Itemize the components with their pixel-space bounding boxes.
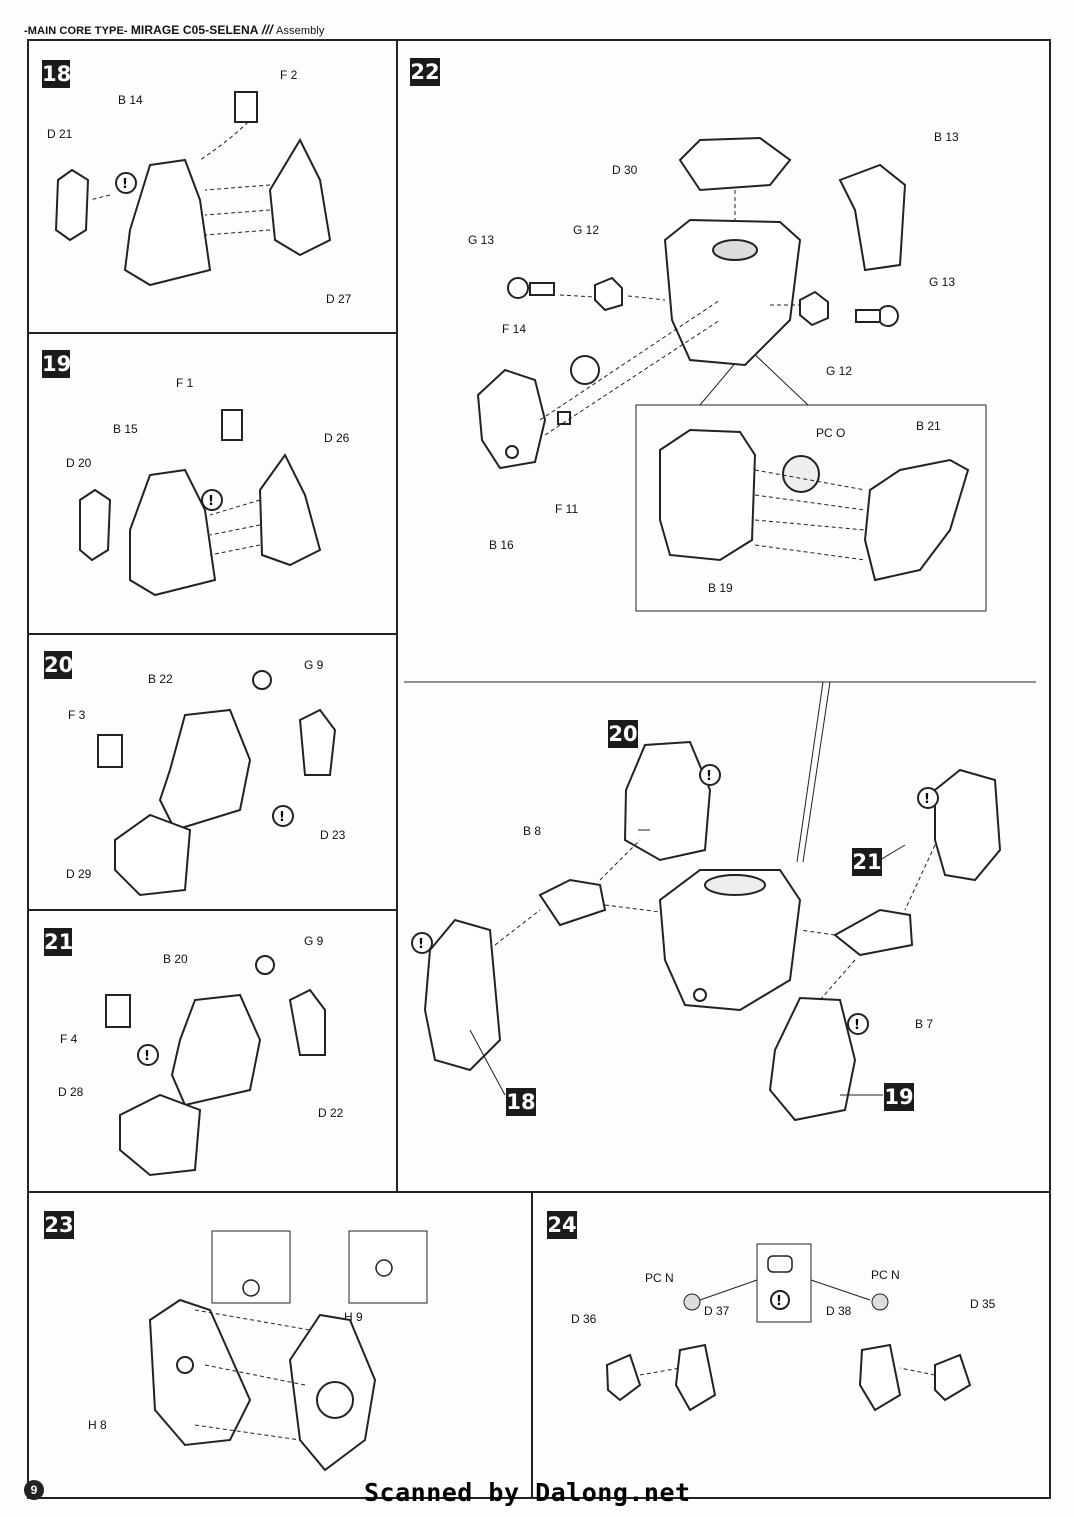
combo-badge: 21 <box>852 848 882 876</box>
step-22-badge: 22 <box>410 58 440 86</box>
part-label: F 1 <box>176 376 194 390</box>
part-label: D 38 <box>826 1304 852 1318</box>
header-slashes: /// <box>261 22 273 37</box>
part-label: B 8 <box>523 824 542 838</box>
part-label: D 37 <box>704 1304 730 1318</box>
part-label: D 27 <box>326 292 352 306</box>
combo-badge: 18 <box>506 1088 536 1116</box>
step-18-badge: 18 <box>42 60 72 88</box>
part-label: B 13 <box>934 130 959 144</box>
header-suffix: Assembly <box>275 25 325 37</box>
part-label: F 4 <box>60 1032 78 1046</box>
part-label: D 23 <box>320 828 346 842</box>
part-label: D 20 <box>66 456 92 470</box>
part-label: G 13 <box>468 233 495 247</box>
scan-credit: Scanned by Dalong.net <box>364 1478 691 1507</box>
part-label: F 3 <box>68 708 86 722</box>
part-label: PC O <box>816 426 846 440</box>
part-label: D 26 <box>324 431 350 445</box>
part-label: F 14 <box>502 322 527 336</box>
part-label: D 30 <box>612 163 638 177</box>
svg-text:!: ! <box>854 1018 860 1033</box>
part-label: B 15 <box>113 422 138 436</box>
part-label: D 22 <box>318 1106 344 1120</box>
part-label: G 9 <box>304 934 324 948</box>
step-21-badge: 21 <box>44 928 74 956</box>
part-label: H 8 <box>88 1418 107 1432</box>
part-label: D 28 <box>58 1085 84 1099</box>
part-label: B 7 <box>915 1017 934 1031</box>
part-label: D 21 <box>47 127 73 141</box>
part-label: D 36 <box>571 1312 597 1326</box>
svg-text:!: ! <box>122 177 128 192</box>
header-title: MIRAGE C05-SELENA <box>130 23 259 37</box>
part-label: B 19 <box>708 581 733 595</box>
part-label: G 12 <box>826 364 853 378</box>
page-header: -MAIN CORE TYPE- MIRAGE C05-SELENA /// A… <box>24 22 324 37</box>
combo-badge: 20 <box>608 720 638 748</box>
svg-text:!: ! <box>776 1294 782 1309</box>
svg-text:!: ! <box>706 769 712 784</box>
part-label: G 12 <box>573 223 600 237</box>
part-label: B 14 <box>118 93 143 107</box>
step-23-badge: 23 <box>44 1211 74 1239</box>
part-label: PC N <box>645 1271 674 1285</box>
header-prefix: -MAIN CORE TYPE- <box>24 25 128 37</box>
svg-text:!: ! <box>279 810 285 825</box>
svg-text:!: ! <box>208 494 214 509</box>
part-label: B 16 <box>489 538 514 552</box>
part-label: D 35 <box>970 1297 996 1311</box>
part-label: PC N <box>871 1268 900 1282</box>
part-label: F 2 <box>280 68 298 82</box>
part-label: D 29 <box>66 867 92 881</box>
svg-text:!: ! <box>924 792 930 807</box>
step-19-badge: 19 <box>42 350 72 378</box>
step-20-badge: 20 <box>44 651 74 679</box>
part-label: B 22 <box>148 672 173 686</box>
combo-badge: 19 <box>884 1083 914 1111</box>
part-label: B 21 <box>916 419 941 433</box>
page-number: 9 <box>24 1480 44 1500</box>
svg-text:!: ! <box>144 1049 150 1064</box>
step-24-badge: 24 <box>547 1211 577 1239</box>
part-label: B 20 <box>163 952 188 966</box>
part-label: G 9 <box>304 658 324 672</box>
part-label: F 11 <box>555 502 579 516</box>
svg-text:!: ! <box>418 937 424 952</box>
part-label: G 13 <box>929 275 956 289</box>
